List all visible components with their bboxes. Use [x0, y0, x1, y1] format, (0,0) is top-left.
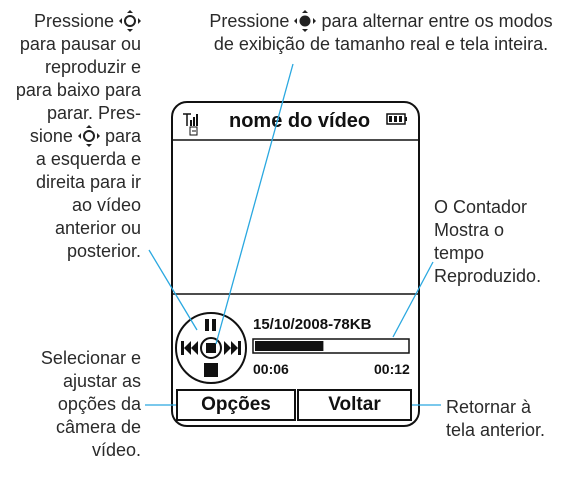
callout-text: para pausar ou — [19, 34, 141, 54]
callout-text: opções da — [57, 394, 141, 414]
callout-text: direita para ir — [35, 172, 141, 192]
callout-options: Selecionar e ajustar as opções da câmera… — [0, 347, 141, 462]
callout-counter: O Contador Mostra o tempo Reproduzido. — [434, 196, 579, 288]
callout-text: Mostra o — [434, 220, 505, 240]
callout-text: ao vídeo — [71, 195, 141, 215]
options-softkey[interactable]: Opções — [176, 389, 296, 421]
progress-fill — [255, 341, 324, 351]
callout-text: a esquerda e — [35, 149, 141, 169]
callout-display-mode: Pressione para alternar entre os modos d… — [196, 10, 566, 56]
nav-key-icon — [77, 125, 100, 147]
callout-playback-controls: Pressione para pausar ou reproduzir e pa… — [0, 10, 141, 263]
callout-text: Reproduzido. — [434, 266, 542, 286]
callout-text: tela anterior. — [446, 420, 546, 440]
callout-text: para alternar entre os modos — [321, 11, 553, 31]
callout-text: anterior ou — [54, 218, 141, 238]
callout-text: Selecionar e — [40, 348, 141, 368]
callout-text: Retornar à — [446, 397, 532, 417]
pause-icon — [205, 319, 216, 331]
video-date-size: 15/10/2008-78KB — [253, 316, 372, 333]
callout-text: O Contador — [434, 197, 528, 217]
callout-text: parar. Pres- — [46, 103, 141, 123]
leader-lines — [145, 63, 441, 406]
callout-text: tempo — [434, 243, 485, 263]
elapsed-time: 00:06 — [253, 361, 289, 377]
callout-text: sione — [29, 126, 73, 146]
callout-text: Pressione — [209, 11, 290, 31]
back-softkey[interactable]: Voltar — [297, 389, 412, 421]
callout-text: reproduzir e — [44, 57, 141, 77]
callout-text: Pressione — [33, 11, 114, 31]
rewind-icon — [181, 341, 198, 355]
fast-forward-icon — [224, 341, 241, 355]
center-select-icon — [206, 343, 216, 353]
nav-key-icon — [119, 10, 141, 32]
callout-text: ajustar as — [62, 371, 141, 391]
callout-back: Retornar à tela anterior. — [446, 396, 576, 442]
battery-icon — [386, 113, 407, 125]
callout-text: para baixo para — [15, 80, 141, 100]
callout-text: câmera de — [55, 417, 141, 437]
edge-icon — [189, 126, 198, 136]
callout-text: para — [104, 126, 141, 146]
callout-text: vídeo. — [91, 440, 141, 460]
callout-text: de exibição de tamanho real e tela intei… — [213, 34, 549, 54]
stop-icon — [204, 363, 218, 377]
callout-text: posterior. — [66, 241, 141, 261]
nav-key-icon — [294, 10, 317, 32]
signal-icon — [183, 113, 198, 126]
total-time: 00:12 — [374, 361, 410, 377]
video-title: nome do vídeo — [229, 110, 371, 132]
media-nav-wheel[interactable] — [175, 312, 247, 384]
